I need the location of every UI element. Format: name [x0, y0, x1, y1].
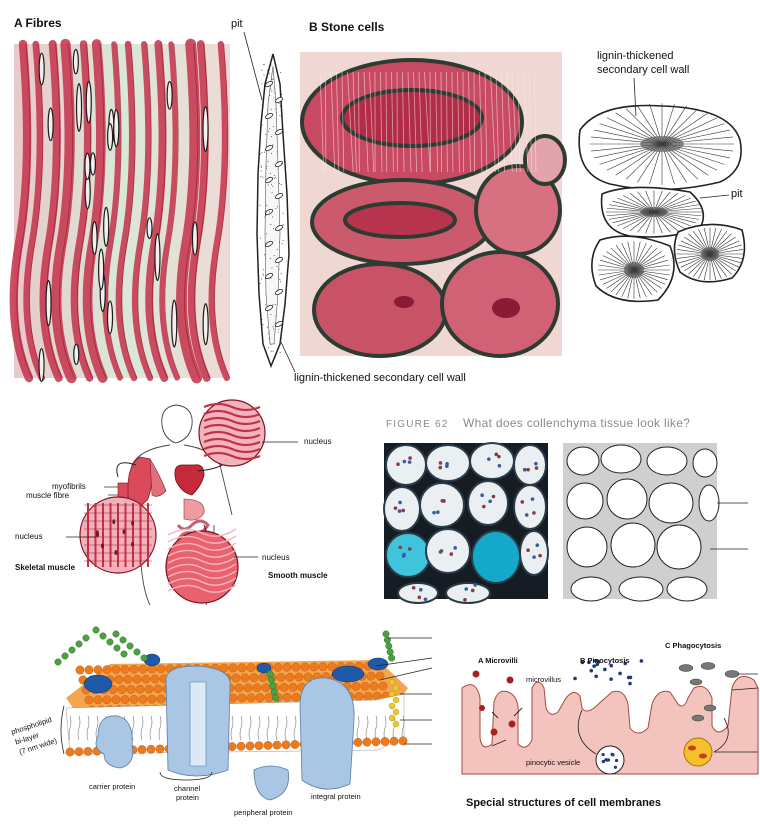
muscle-illustration — [66, 399, 298, 606]
microvilli-title: A Microvilli — [478, 656, 518, 665]
fibre-cell-drawing — [256, 53, 290, 369]
pinocytic-vesicle-label: pinocytic vesicle — [526, 758, 581, 767]
fibre-pit-label: pit — [231, 18, 243, 30]
skeletal-muscle-label: Skeletal muscle — [15, 563, 76, 572]
smooth-muscle-label: Smooth muscle — [268, 571, 328, 580]
special-membrane-diagram — [461, 658, 759, 775]
channel-protein-label-2: protein — [176, 793, 199, 802]
stone-wall-label-2: secondary cell wall — [597, 64, 690, 76]
myofibrils-label: myofibrils — [52, 482, 86, 491]
muscle-nucleus-left-label: nucleus — [15, 532, 43, 541]
microvillus-label: microvillus — [526, 675, 562, 684]
channel-protein-label-1: channel — [174, 784, 201, 793]
fibre-wall-label: lignin-thickened secondary cell wall — [294, 372, 466, 384]
cell-membrane-diagram — [54, 626, 433, 801]
carrier-protein-label: carrier protein — [89, 782, 136, 791]
muscle-nucleus-top-label: nucleus — [304, 437, 332, 446]
muscle-nucleus-right-label: nucleus — [262, 553, 290, 562]
stone-cells-title: B Stone cells — [309, 20, 385, 34]
collenchyma-figure-caption: FIGURE 62 What does collenchyma tissue l… — [386, 416, 690, 430]
pinocytosis-title: B Pinocytosis — [580, 656, 630, 665]
special-structures-caption: Special structures of cell membranes — [466, 797, 662, 809]
phagocytosis-title: C Phagocytosis — [665, 641, 722, 650]
integral-protein-label: integral protein — [311, 792, 361, 801]
stone-cells-micrograph — [300, 52, 567, 358]
collenchyma-drawing — [563, 443, 720, 602]
stone-cells-drawing — [578, 103, 746, 303]
stone-pit-label: pit — [731, 188, 743, 200]
fibres-micrograph — [9, 38, 231, 384]
peripheral-protein-label: peripheral protein — [234, 808, 293, 817]
figure-question: What does collenchyma tissue look like? — [463, 416, 691, 430]
fibres-title: A Fibres — [14, 16, 62, 30]
collenchyma-micrograph — [383, 442, 549, 604]
figure-number: FIGURE 62 — [386, 419, 449, 430]
stone-wall-label-1: lignin-thickened — [597, 50, 674, 62]
muscle-fibre-label: muscle fibre — [26, 491, 70, 500]
